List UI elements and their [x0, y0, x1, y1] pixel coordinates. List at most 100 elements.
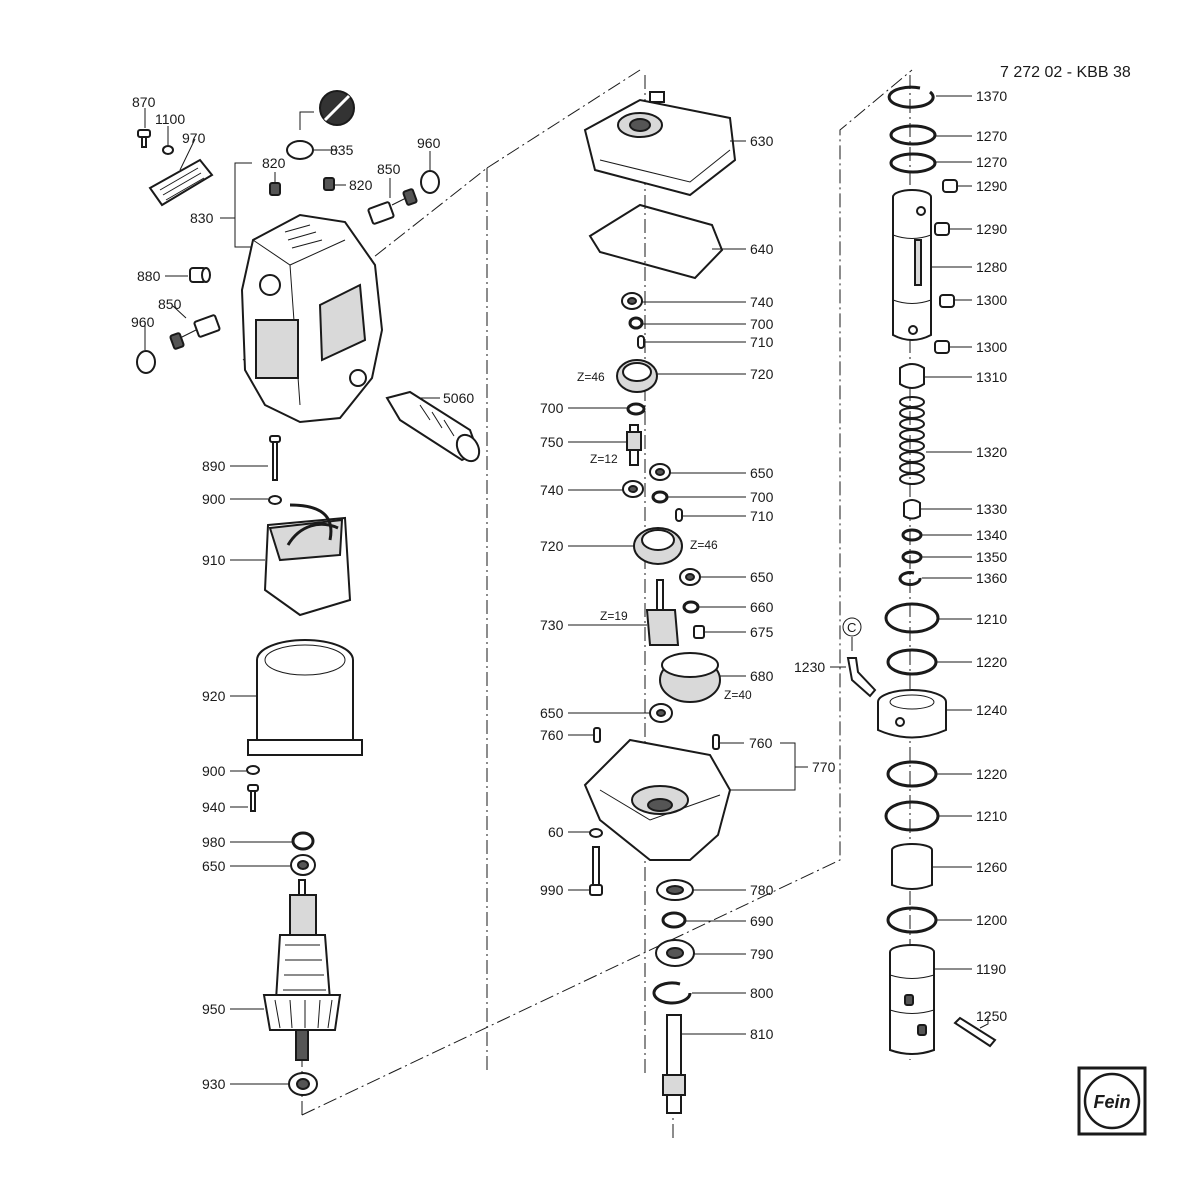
label-z12: Z=12	[590, 452, 618, 466]
part-650-bearing-b	[649, 463, 671, 481]
part-1370-circlip	[887, 85, 935, 109]
part-1270-ring-b	[889, 152, 937, 174]
callout-910: 910	[202, 552, 226, 568]
warning-symbol-icon	[319, 90, 355, 126]
part-1290-plug-a	[942, 179, 958, 193]
callout-650a: 650	[202, 858, 226, 874]
part-690-ring	[661, 911, 687, 929]
part-650-bearing-c	[679, 568, 701, 586]
right-leaders	[830, 95, 989, 1029]
callout-1360: 1360	[976, 570, 1007, 586]
callout-700b: 700	[540, 400, 564, 416]
part-990-screw	[589, 846, 603, 896]
callout-1200: 1200	[976, 912, 1007, 928]
part-710-key-b	[675, 508, 683, 522]
part-1100-washer	[162, 145, 174, 155]
middle-leaders	[568, 140, 808, 1035]
gearbox-group	[583, 91, 737, 1114]
part-770-gear-housing	[583, 738, 732, 861]
part-650-bearing-d	[649, 703, 673, 723]
callout-660: 660	[750, 599, 774, 615]
part-930-bearing	[288, 1072, 318, 1096]
callout-1370: 1370	[976, 88, 1007, 104]
label-z19: Z=19	[600, 609, 628, 623]
callout-890: 890	[202, 458, 226, 474]
part-920-stator-housing	[247, 639, 363, 756]
logo-text: Fein	[1093, 1092, 1130, 1112]
callout-800: 800	[750, 985, 774, 1001]
callout-640: 640	[750, 241, 774, 257]
left-callouts: 870 1100 970 820 835 820 850 960 830 880…	[131, 94, 474, 1092]
part-835-label	[286, 140, 314, 160]
part-1310-cap	[899, 363, 925, 389]
callout-880: 880	[137, 268, 161, 284]
part-1320-spring	[899, 396, 925, 485]
part-1220-ring-b	[886, 760, 938, 788]
callout-850a: 850	[377, 161, 401, 177]
drawing-id: 7 272 02 - KBB 38	[1000, 64, 1131, 81]
callout-650c: 650	[750, 569, 774, 585]
callout-980: 980	[202, 834, 226, 850]
callout-820b: 820	[349, 177, 373, 193]
part-700-clip-a	[628, 316, 644, 330]
part-1330-piston	[903, 499, 921, 520]
part-675-key	[693, 625, 705, 639]
callout-770: 770	[812, 759, 836, 775]
part-830-motor-housing	[240, 213, 384, 424]
part-1200-ring	[886, 906, 938, 934]
callout-970: 970	[182, 130, 206, 146]
part-750-pinion-shaft	[626, 424, 642, 466]
part-900-washer-a	[268, 495, 282, 505]
part-1270-ring-a	[889, 124, 937, 146]
callout-630: 630	[750, 133, 774, 149]
part-1340-washer	[901, 528, 923, 542]
callout-820a: 820	[262, 155, 286, 171]
callout-810: 810	[750, 1026, 774, 1042]
callout-1350: 1350	[976, 549, 1007, 565]
callout-1260: 1260	[976, 859, 1007, 875]
part-850-brush-a	[367, 188, 418, 225]
callout-1280: 1280	[976, 259, 1007, 275]
part-1360-circlip	[898, 571, 922, 586]
callout-760a: 760	[540, 727, 564, 743]
callout-740a: 740	[750, 294, 774, 310]
callout-1270a: 1270	[976, 128, 1007, 144]
part-820-plug-a	[269, 182, 281, 196]
callout-1240: 1240	[976, 702, 1007, 718]
callout-850b: 850	[158, 296, 182, 312]
callout-675: 675	[750, 624, 774, 640]
callout-1320: 1320	[976, 444, 1007, 460]
callout-990: 990	[540, 882, 564, 898]
part-640-gasket	[588, 203, 724, 280]
callout-780: 780	[750, 882, 774, 898]
part-850-brush-b	[169, 314, 221, 350]
label-z46a: Z=46	[577, 370, 605, 384]
callout-1290a: 1290	[976, 178, 1007, 194]
callout-1190: 1190	[976, 961, 1006, 977]
callout-1220a: 1220	[976, 654, 1007, 670]
callout-720a: 720	[750, 366, 774, 382]
callout-1250: 1250	[976, 1008, 1007, 1024]
part-730-shaft	[645, 579, 680, 646]
callout-750: 750	[540, 434, 564, 450]
callout-830: 830	[190, 210, 214, 226]
part-1260-sleeve	[891, 843, 933, 890]
label-z40: Z=40	[724, 688, 752, 702]
part-720-gear-a	[616, 359, 658, 393]
part-790-bearing	[655, 939, 695, 967]
callout-1340: 1340	[976, 527, 1007, 543]
callout-5060: 5060	[443, 390, 474, 406]
right-callouts: 1370 1270 1270 1290 1290 1280 1300 1300 …	[794, 88, 1007, 1024]
part-960-cap-a	[420, 170, 440, 194]
callout-1210a: 1210	[976, 611, 1007, 627]
callout-940: 940	[202, 799, 226, 815]
part-760-pin-b	[712, 734, 720, 750]
callout-835: 835	[330, 142, 354, 158]
callout-700c: 700	[750, 489, 774, 505]
callout-900b: 900	[202, 763, 226, 779]
label-z46b: Z=46	[690, 538, 718, 552]
part-1210-ring-a	[884, 602, 940, 634]
part-60-washer	[589, 828, 603, 838]
callout-1100: 1100	[155, 111, 185, 127]
callout-920: 920	[202, 688, 226, 704]
